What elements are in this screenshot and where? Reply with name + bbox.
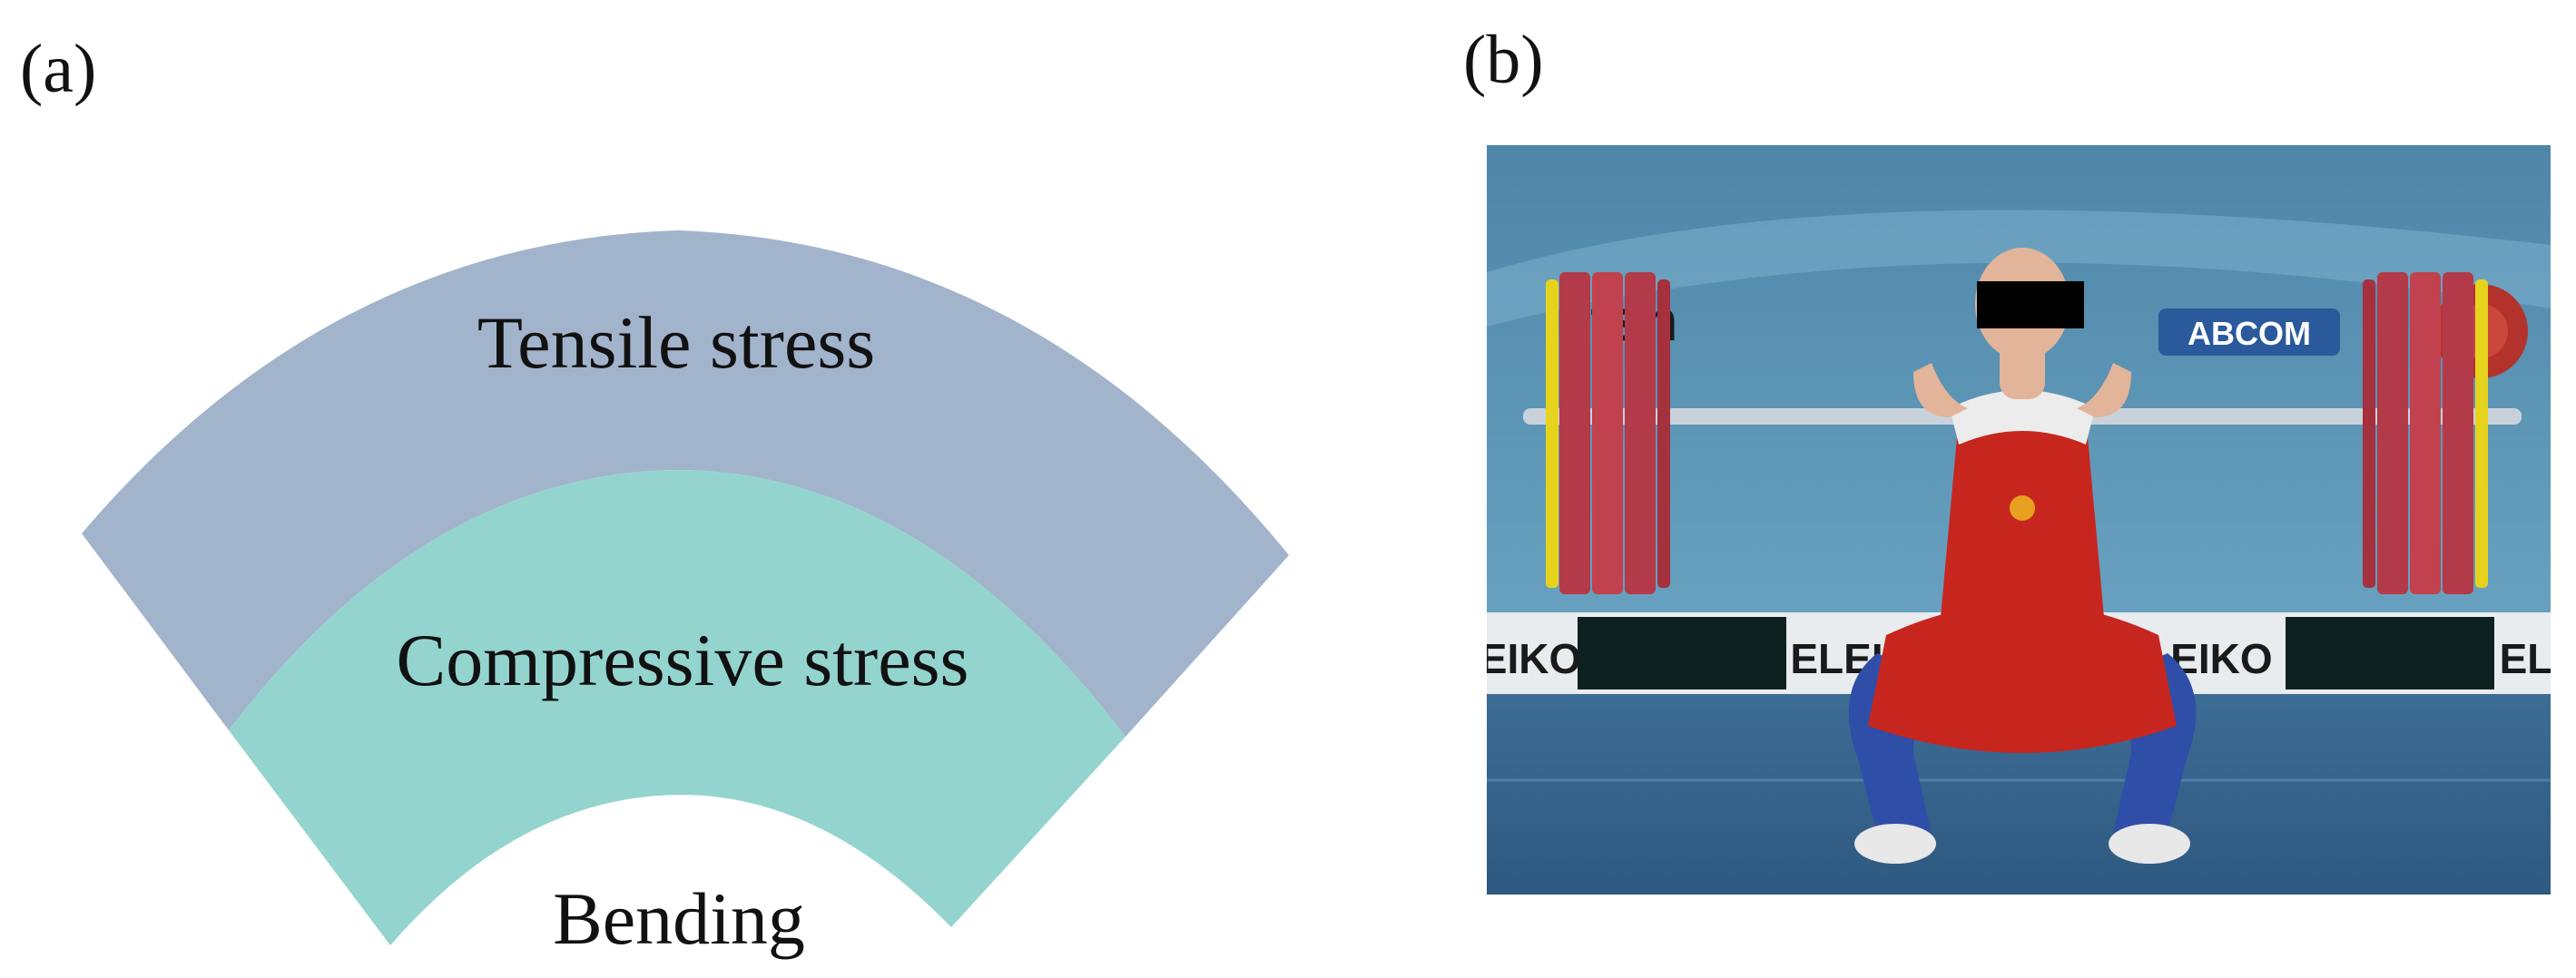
tensile-stress-label: Tensile stress xyxy=(477,301,875,384)
compressive-stress-label: Compressive stress xyxy=(397,619,969,701)
banner-text-left: EIKO xyxy=(1487,635,1581,682)
banner-dark-block-right xyxy=(2286,617,2494,689)
compressive-stress-region xyxy=(229,470,1126,945)
backdrop-swoosh xyxy=(1487,210,2551,327)
panel-label-b: (b) xyxy=(1463,22,1544,98)
bending-label: Bending xyxy=(553,877,805,960)
panel-label-a: (a) xyxy=(20,31,97,107)
right-plates xyxy=(2363,272,2488,594)
banner-text-right: EL xyxy=(2500,635,2551,682)
banner-dark-block-left xyxy=(1578,617,1786,689)
tensile-stress-region xyxy=(82,230,1289,737)
left-plates xyxy=(1546,272,1670,594)
sponsor-logo-right-bg xyxy=(2158,308,2340,356)
censor-bar xyxy=(1977,281,2084,328)
sponsor-logo-right: ABCOM xyxy=(2188,315,2311,352)
bending-stress-diagram: Tensile stress Compressive stress Bendin… xyxy=(82,230,1289,960)
weightlifter-photo: rtsh ABCOM EIKO ELEIKO ELEIKO EL xyxy=(1487,145,2551,895)
athlete xyxy=(1848,248,2197,864)
